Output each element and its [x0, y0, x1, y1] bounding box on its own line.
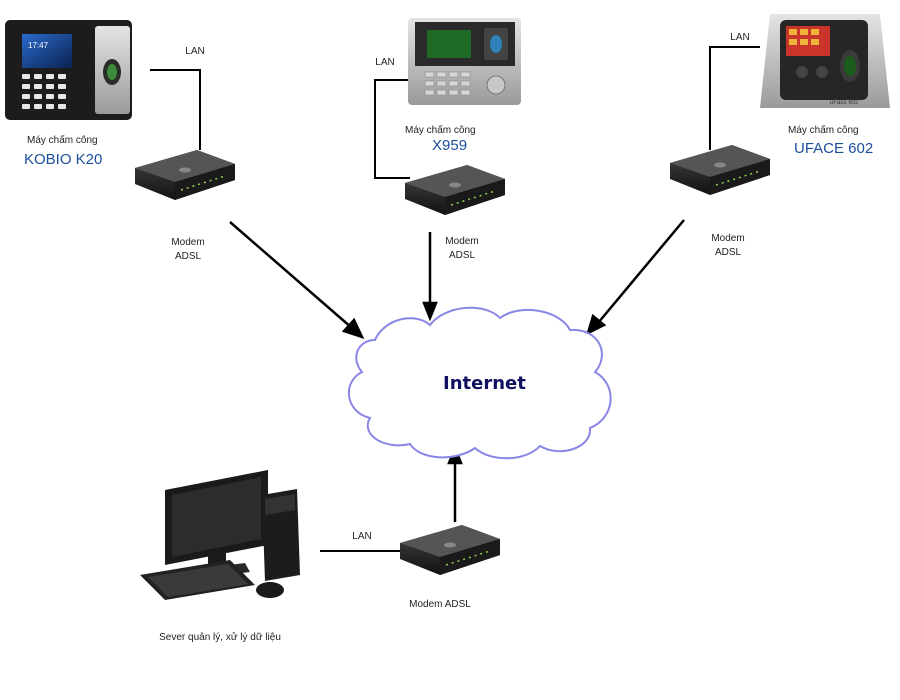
- modem-label-right-line1: Modem: [711, 233, 745, 244]
- device-caption-uface: Máy chấm công: [788, 125, 859, 136]
- device-screen-time: 17:47: [28, 41, 49, 50]
- x959-device: [408, 18, 521, 105]
- device-name-kobio: KOBIO K20: [24, 151, 103, 168]
- modem-server-icon: [399, 524, 501, 576]
- lan-line-left: [150, 69, 201, 150]
- lan-label-left: LAN: [185, 46, 205, 57]
- device-name-uface: UFACE 602: [794, 140, 874, 157]
- modem-label-left: Modem ADSL: [158, 236, 218, 264]
- modem-middle-icon: [404, 164, 506, 216]
- uface-brand-text: uFace 602: [830, 100, 859, 106]
- lan-label-server: LAN: [352, 531, 372, 542]
- internet-cloud: [347, 306, 612, 460]
- lan-line-middle: [374, 79, 410, 179]
- modem-left-icon: [134, 149, 236, 201]
- arrows: [229, 219, 685, 522]
- arrow-right-head: [585, 313, 607, 336]
- modem-label-middle-line2: ADSL: [448, 250, 476, 261]
- server-computer: [140, 470, 300, 600]
- modem-label-right-line2: ADSL: [714, 247, 742, 258]
- modem-label-left-line2: ADSL: [174, 251, 202, 262]
- modem-label-middle-line1: Modem: [445, 236, 479, 247]
- kobio-k20-device: 17:47: [5, 20, 132, 120]
- server-label: Sever quản lý, xử lý dữ liệu: [159, 632, 281, 643]
- arrow-right-to-internet: [597, 219, 685, 324]
- arrow-left-to-internet: [229, 221, 353, 329]
- internet-label: Internet: [443, 373, 526, 394]
- modem-right-icon: [669, 144, 771, 196]
- modem-label-left-line1: Modem: [171, 237, 205, 248]
- device-name-x959: X959: [432, 137, 468, 154]
- arrow-left-head: [341, 317, 365, 340]
- uface-602-device: uFace 602: [760, 14, 890, 108]
- device-caption-kobio: Máy chấm công: [27, 135, 98, 146]
- lan-label-middle: LAN: [375, 57, 395, 68]
- lan-line-right: [709, 46, 760, 150]
- modem-label-right: Modem ADSL: [698, 232, 758, 260]
- arrow-middle-head: [422, 301, 438, 322]
- lan-label-right: LAN: [730, 32, 750, 43]
- modem-label-server: Modem ADSL: [409, 599, 471, 610]
- modem-label-middle: Modem ADSL: [432, 235, 492, 263]
- device-caption-x959: Máy chấm công: [405, 125, 476, 136]
